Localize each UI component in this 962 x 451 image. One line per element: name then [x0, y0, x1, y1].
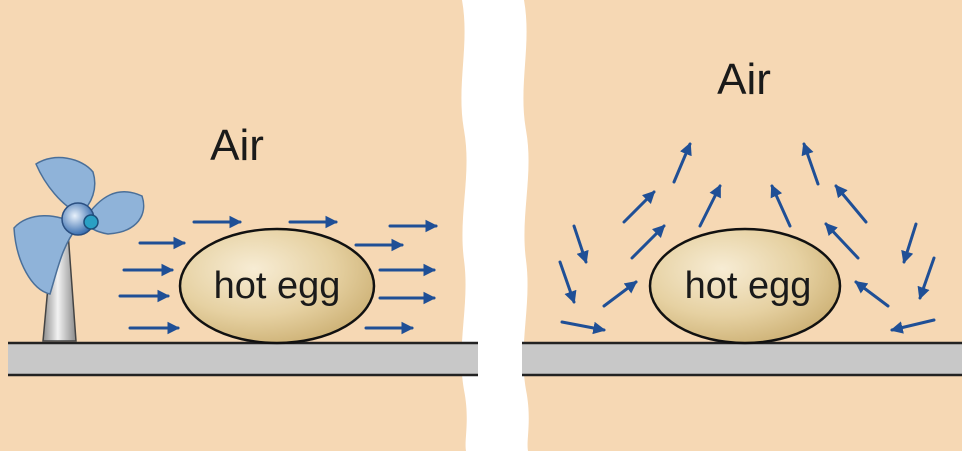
arrow-icon [558, 260, 577, 304]
arrow-icon [622, 190, 656, 224]
airflow-arrows [558, 142, 936, 335]
arrow-icon [901, 222, 918, 264]
fan-blade-right [83, 191, 145, 235]
panel-natural-convection: hot egg Air [522, 0, 962, 451]
arrow-icon [572, 224, 589, 264]
panel-forced-convection: hot egg Air [0, 0, 478, 451]
fan-blade-lower [13, 215, 80, 295]
fan-icon [13, 156, 145, 342]
arrow-icon [560, 320, 606, 335]
air-label: Air [717, 55, 771, 104]
egg-icon [178, 227, 376, 345]
arrow-icon [824, 222, 860, 260]
arrow-icon [834, 184, 868, 224]
arrow-icon [890, 318, 936, 334]
panel-background [523, 0, 962, 451]
shelf [522, 341, 962, 377]
egg-icon [648, 227, 842, 345]
arrow-icon [917, 256, 936, 300]
shelf [8, 341, 478, 377]
airflow-arrows [118, 215, 438, 335]
arrow-icon [698, 184, 722, 228]
egg-label: hot egg [685, 265, 812, 307]
air-label: Air [210, 121, 264, 170]
egg-label: hot egg [214, 265, 341, 307]
fan-blade-upper [35, 156, 96, 215]
arrow-icon [602, 280, 638, 308]
arrow-icon [854, 280, 890, 308]
arrow-icon [770, 184, 792, 228]
arrow-icon [630, 224, 666, 260]
arrow-icon [672, 142, 692, 184]
arrow-icon [801, 142, 820, 186]
